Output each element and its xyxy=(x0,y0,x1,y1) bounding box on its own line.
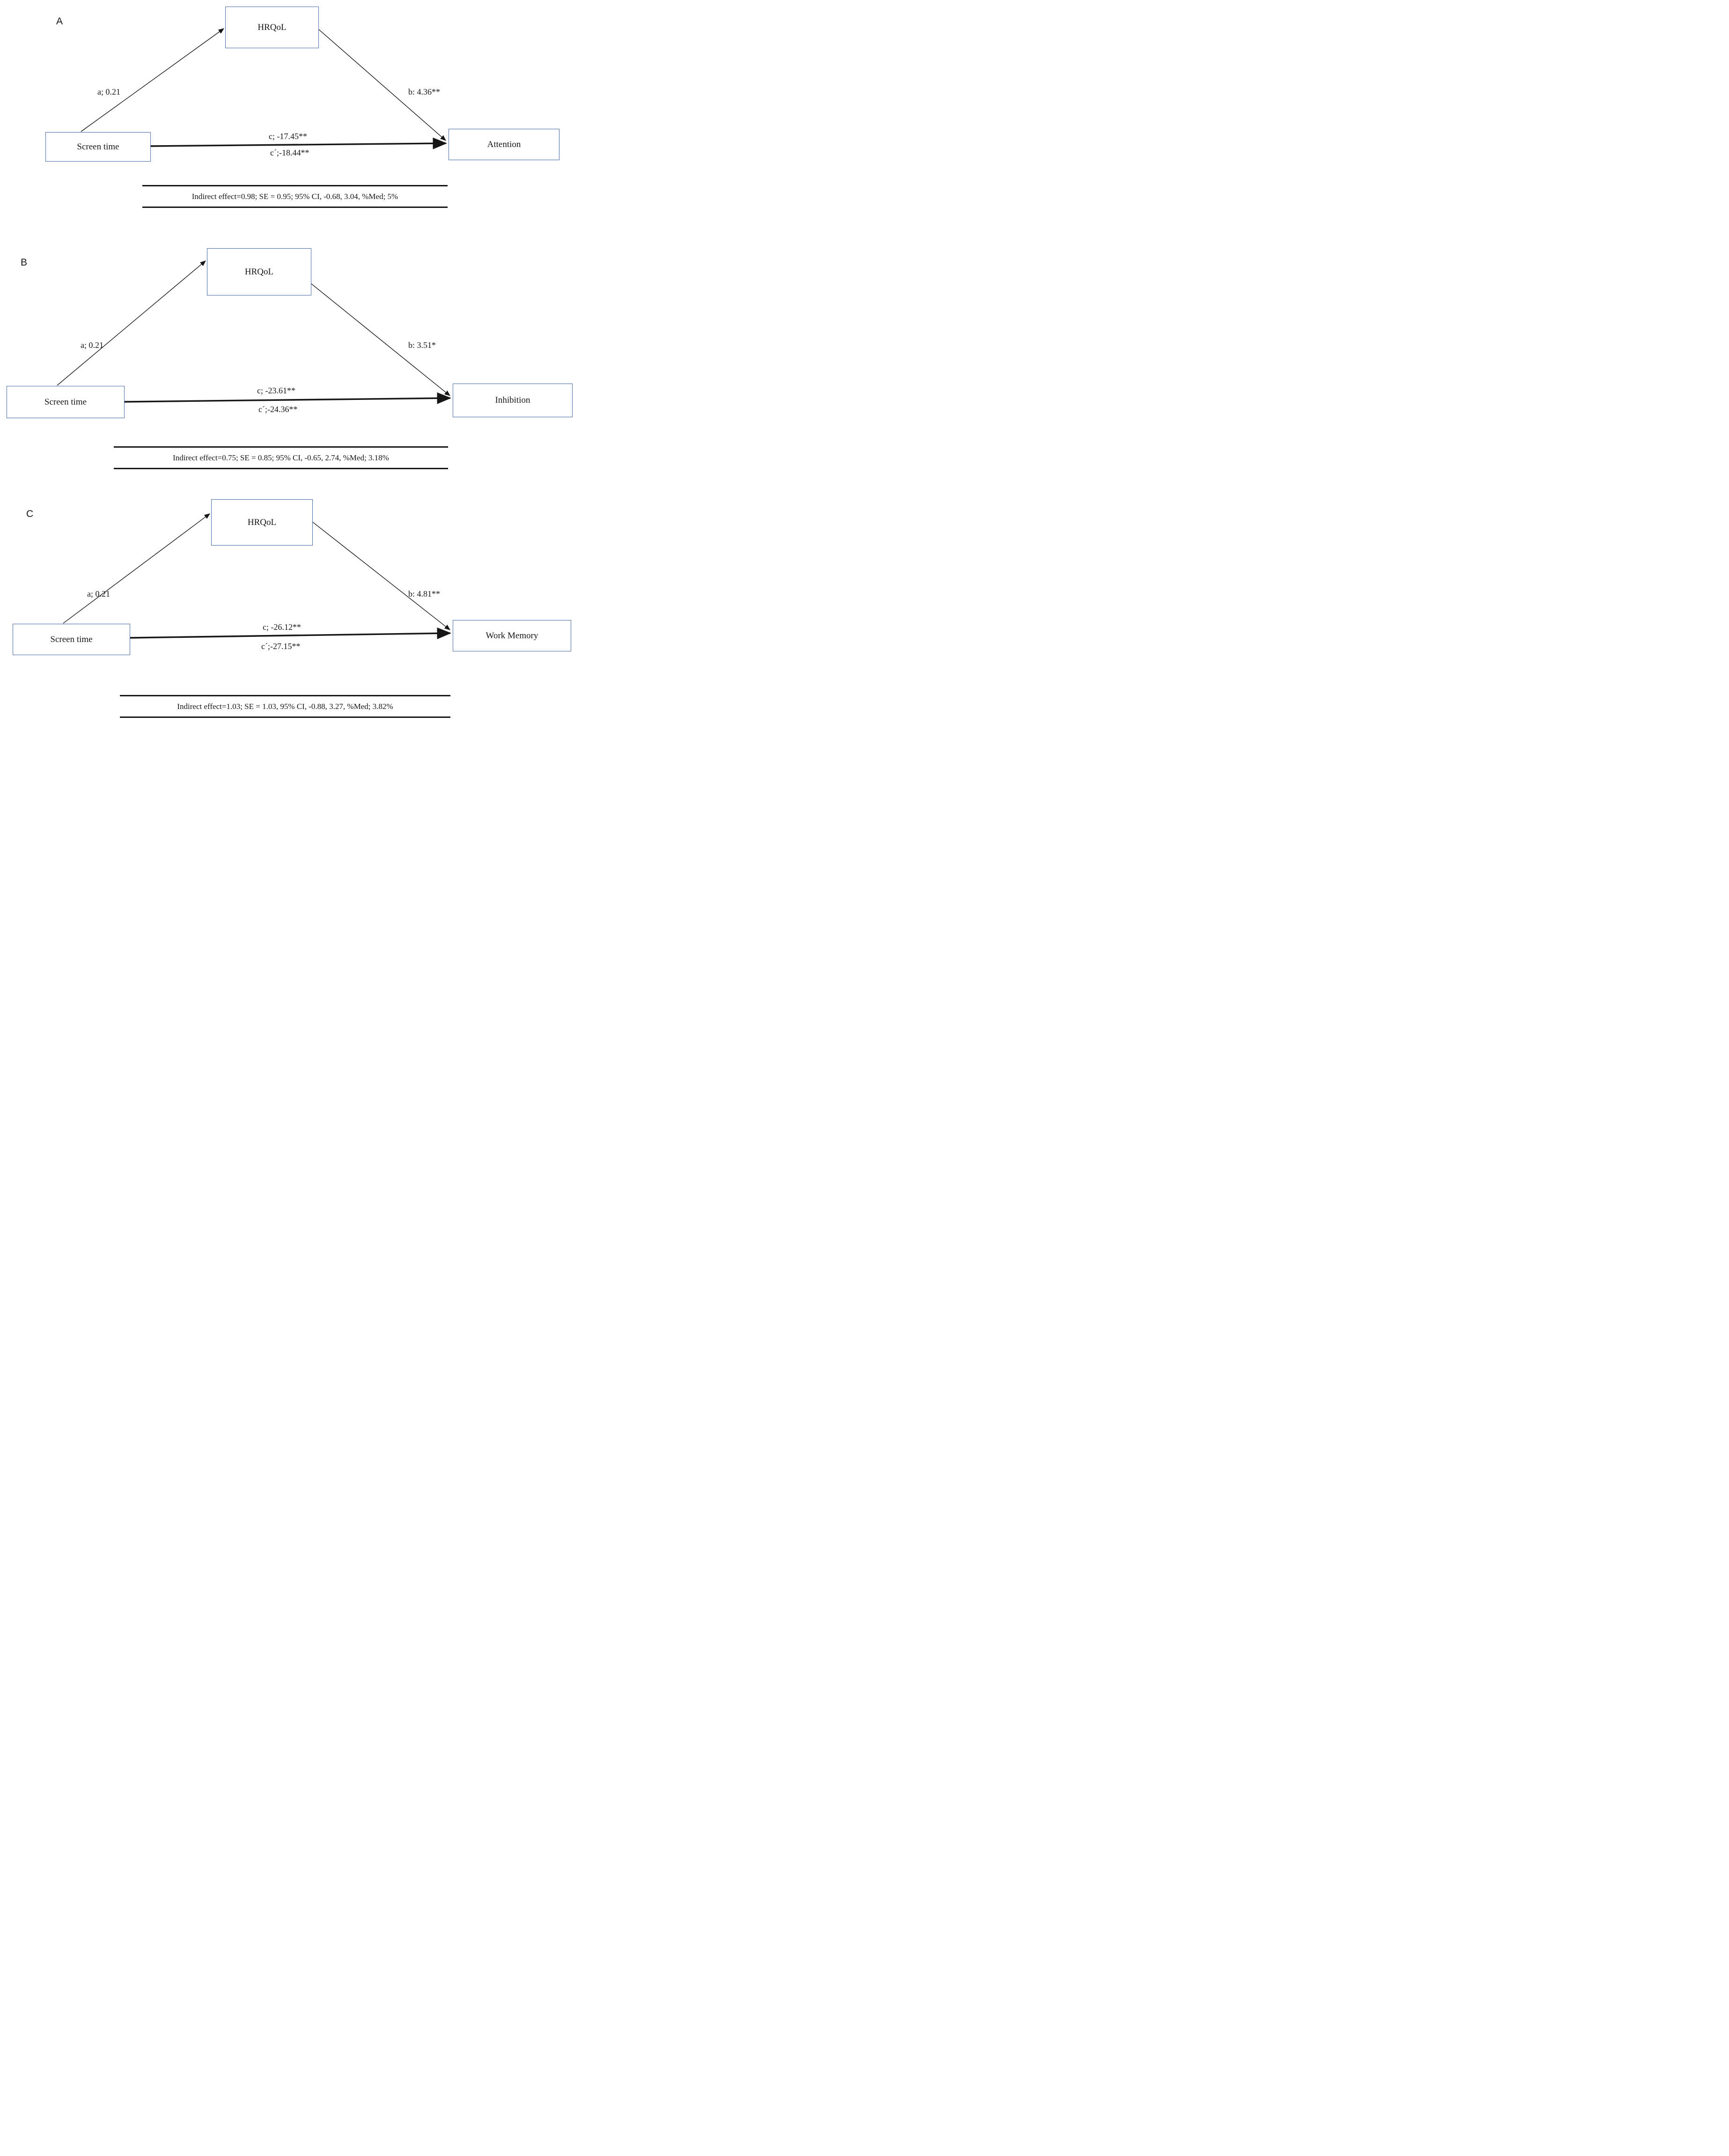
panel-c-path-b-label: b: 4.81** xyxy=(408,589,441,598)
panel-c-mediator-box: HRQoL xyxy=(211,499,313,546)
panel-a-outcome-box: Attention xyxy=(449,129,559,160)
panel-c-path-c-arrow xyxy=(130,627,452,639)
panel-c-path-c-label: c; -26.12** xyxy=(263,622,301,632)
panel-a-mediator-label: HRQoL xyxy=(258,22,287,32)
panel-c-outcome-box: Work Memory xyxy=(453,620,571,651)
panel-b-path-b-arrow xyxy=(311,283,450,396)
panel-a-path-c-arrow xyxy=(150,137,448,149)
panel-c-path-a-label: a; 0.21 xyxy=(87,589,110,598)
panel-a-path-a-arrow xyxy=(81,28,225,132)
panel-b-outcome-label: Inhibition xyxy=(495,395,530,405)
mediation-path-diagram: A HRQoL Screen time Attention a; 0.21 b:… xyxy=(0,0,576,719)
panel-a-mediator-box: HRQoL xyxy=(225,7,319,48)
panel-b-path-a-label: a; 0.21 xyxy=(81,340,103,350)
panel-a-path-a-label: a; 0.21 xyxy=(97,87,120,96)
panel-b-path-c-arrow xyxy=(124,392,452,404)
panel-c-predictor-box: Screen time xyxy=(13,624,130,655)
panel-c-outcome-label: Work Memory xyxy=(486,630,538,641)
panel-b-path-c-label: c; -23.61** xyxy=(257,386,295,395)
panel-b-indirect-effect-note: Indirect effect=0.75; SE = 0.85; 95% CI,… xyxy=(114,446,448,469)
panel-c-path-a-arrow xyxy=(63,513,211,624)
panel-b-predictor-label: Screen time xyxy=(44,397,87,407)
panel-a-indirect-effect-note: Indirect effect=0.98; SE = 0.95; 95% CI,… xyxy=(142,185,448,208)
panel-a-path-b-label: b: 4.36** xyxy=(408,87,441,96)
panel-c-indirect-effect-text: Indirect effect=1.03; SE = 1.03, 95% CI,… xyxy=(177,701,393,711)
panel-c-path-b-arrow xyxy=(312,522,450,630)
panel-a-predictor-label: Screen time xyxy=(77,141,119,152)
panel-a-path-b-arrow xyxy=(318,29,446,141)
panel-c-indirect-effect-note: Indirect effect=1.03; SE = 1.03, 95% CI,… xyxy=(120,695,450,718)
panel-c-letter: C xyxy=(26,509,34,519)
panel-a-path-c-label: c; -17.45** xyxy=(269,132,307,141)
panel-b-path-a-arrow xyxy=(57,260,206,386)
panel-a-indirect-effect-text: Indirect effect=0.98; SE = 0.95; 95% CI,… xyxy=(191,192,398,201)
panel-b-path-b-label: b: 3.51* xyxy=(408,340,436,350)
panel-a-letter: A xyxy=(56,16,63,27)
panel-c-predictor-label: Screen time xyxy=(50,634,93,644)
panel-b-predictor-box: Screen time xyxy=(7,386,125,418)
paths-svg xyxy=(57,28,452,639)
panel-c-mediator-label: HRQoL xyxy=(247,517,277,527)
panel-c-path-c-prime-label: c´;-27.15** xyxy=(261,642,301,651)
panel-b-outcome-box: Inhibition xyxy=(453,384,573,417)
panel-b-mediator-box: HRQoL xyxy=(207,248,311,295)
panel-a-outcome-label: Attention xyxy=(487,139,521,149)
panel-b-path-c-prime-label: c´;-24.36** xyxy=(258,405,298,414)
panel-a-path-c-prime-label: c´;-18.44** xyxy=(270,148,309,157)
panel-b-indirect-effect-text: Indirect effect=0.75; SE = 0.85; 95% CI,… xyxy=(173,453,389,462)
panel-b-mediator-label: HRQoL xyxy=(244,266,274,277)
panel-a-predictor-box: Screen time xyxy=(45,132,151,162)
panel-b-letter: B xyxy=(21,257,28,268)
